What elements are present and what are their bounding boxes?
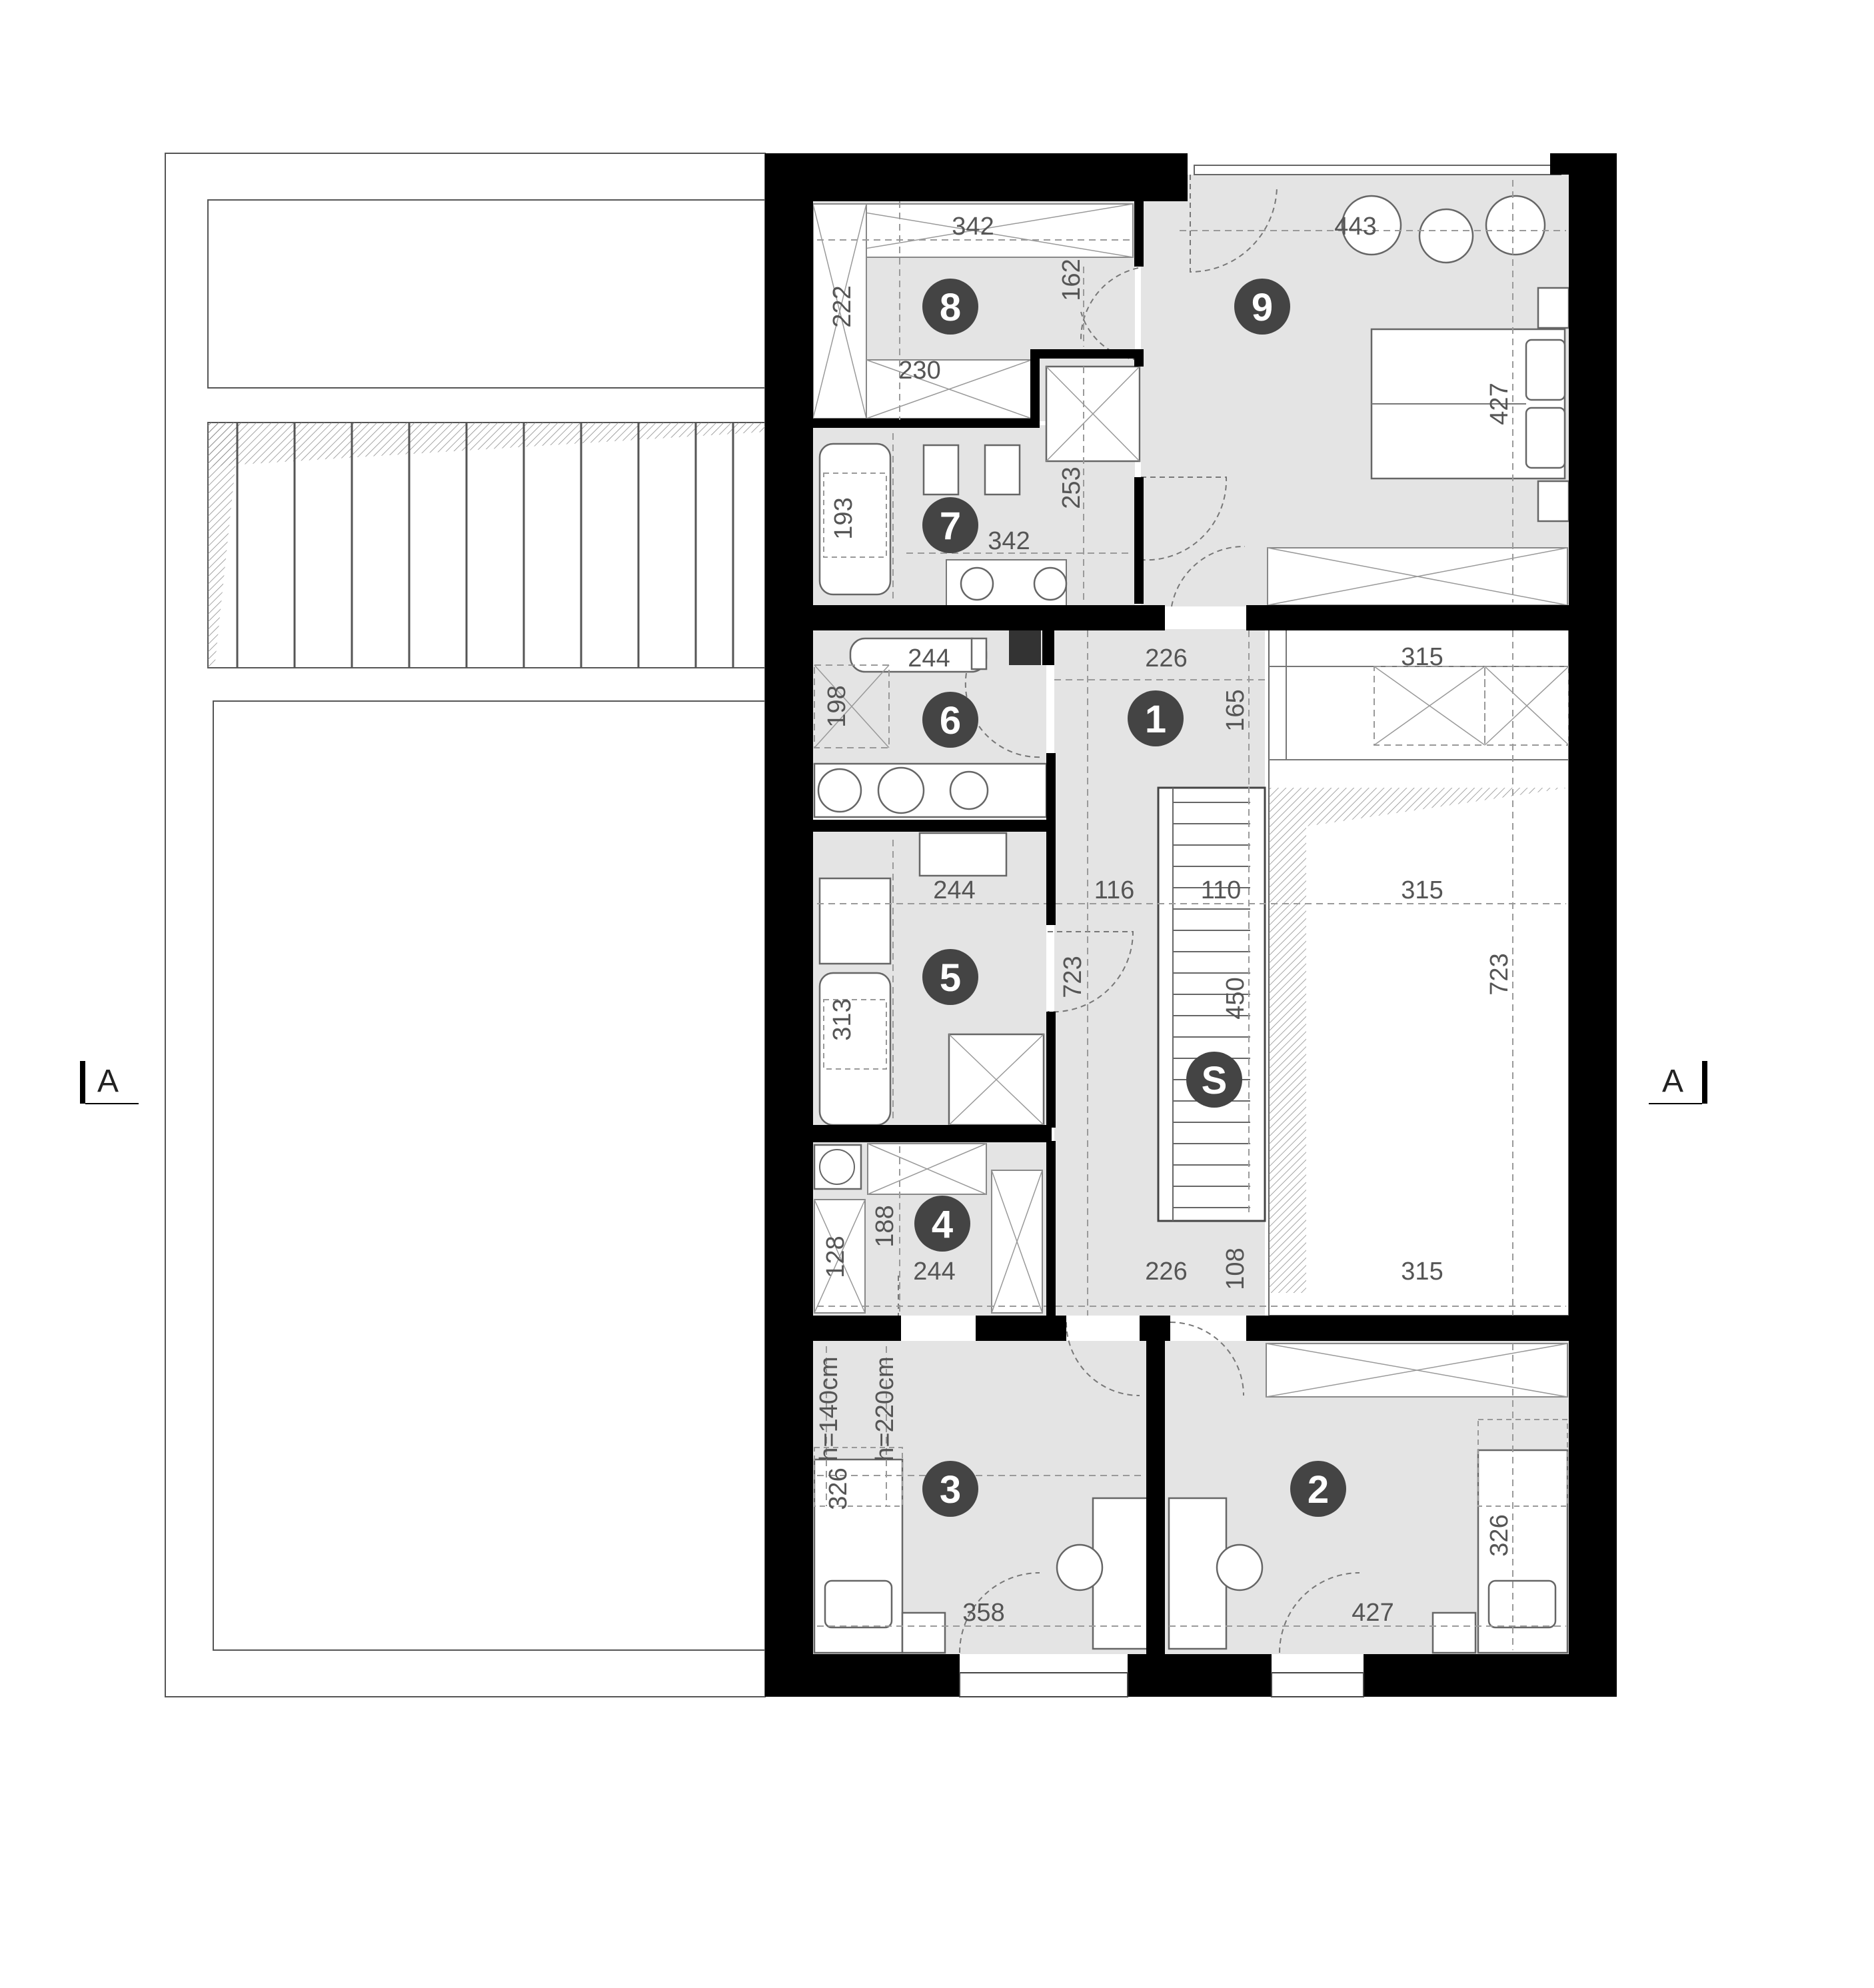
bathroom-7-fixtures — [818, 443, 1068, 607]
room-badges[interactable]: 1 2 3 4 5 6 7 8 9 S — [914, 279, 1346, 1517]
dim-r6-height: 198 — [823, 685, 851, 727]
svg-text:5: 5 — [940, 956, 961, 1000]
section-marker-right: A — [1649, 1061, 1707, 1104]
room-badge-1: 1 — [1128, 690, 1184, 746]
dim-r7-width: 342 — [988, 527, 1030, 555]
dim-r2-height: 326 — [1485, 1514, 1513, 1556]
bedroom-2-furniture — [1168, 1343, 1569, 1654]
room-badge-4: 4 — [914, 1196, 970, 1252]
room-badge-7: 7 — [922, 497, 978, 553]
dim-r8-door: 162 — [1058, 259, 1086, 301]
terrace-area — [165, 153, 766, 1697]
utility-4-fixtures — [813, 1143, 1043, 1314]
bathroom-5-fixtures — [818, 832, 1045, 1126]
dim-r5-width: 244 — [933, 876, 975, 904]
bedroom-9-furniture — [1045, 165, 1570, 606]
svg-text:6: 6 — [940, 699, 961, 742]
dim-r7-depth: 253 — [1058, 467, 1086, 508]
dim-right-bottom: 315 — [1401, 1258, 1443, 1286]
room-badge-3: 3 — [922, 1461, 978, 1517]
dim-r3-width: 358 — [962, 1599, 1004, 1627]
room-badge-2: 2 — [1290, 1461, 1346, 1517]
svg-text:7: 7 — [940, 504, 961, 548]
room-badge-stairs: S — [1186, 1052, 1242, 1108]
dim-r9-height: 427 — [1485, 383, 1513, 425]
dim-r3-h2: h=220cm — [871, 1356, 899, 1461]
dim-r4-width: 244 — [913, 1258, 955, 1286]
svg-text:4: 4 — [932, 1203, 953, 1246]
section-label-right: A — [1662, 1064, 1683, 1099]
dim-r9-width: 443 — [1334, 213, 1376, 241]
room-badge-8: 8 — [922, 279, 978, 335]
svg-text:1: 1 — [1145, 698, 1166, 741]
dim-stair-width: 110 — [1201, 876, 1242, 904]
dim-right-length: 723 — [1485, 953, 1513, 995]
walls[interactable] — [765, 153, 1617, 1697]
dim-hall-bottom: 226 — [1145, 1258, 1187, 1286]
dimension-lines — [817, 180, 1566, 1650]
section-label-left: A — [97, 1064, 119, 1099]
lower-terrace-right — [1268, 628, 1569, 1316]
dim-r4-side: 128 — [822, 1236, 850, 1278]
dim-r4-height: 188 — [871, 1205, 899, 1247]
dim-r8-lower: 230 — [898, 357, 940, 385]
dim-r8-height: 222 — [828, 285, 856, 327]
room-badge-6: 6 — [922, 692, 978, 748]
dim-r1-side: 165 — [1222, 689, 1250, 731]
dim-r2-width: 427 — [1352, 1599, 1394, 1627]
svg-text:9: 9 — [1252, 286, 1273, 329]
bedroom-3-furniture — [813, 1447, 1152, 1654]
dim-hall-width: 116 — [1094, 876, 1135, 904]
dimension-labels: 342 222 230 162 443 427 342 193 253 244 … — [815, 213, 1513, 1627]
dim-right-width: 315 — [1401, 876, 1443, 904]
dim-r6-width: 244 — [908, 644, 950, 672]
dim-hall-length: 723 — [1059, 956, 1087, 998]
bathroom-6-fixtures — [813, 629, 1048, 818]
dim-hall-end: 108 — [1222, 1248, 1250, 1290]
room-badge-5: 5 — [922, 949, 978, 1005]
staircase — [1157, 786, 1266, 1222]
dim-r7-height: 193 — [830, 497, 858, 539]
section-marker-left: A — [80, 1061, 139, 1104]
dim-r3-h1: h=140cm — [815, 1356, 843, 1461]
dim-r3-height: 326 — [824, 1468, 852, 1509]
room-badge-9: 9 — [1234, 279, 1290, 335]
svg-text:2: 2 — [1308, 1468, 1329, 1511]
svg-text:8: 8 — [940, 286, 961, 329]
svg-text:3: 3 — [940, 1468, 961, 1511]
dim-terrace-top: 315 — [1401, 643, 1443, 671]
dim-r1-top: 226 — [1145, 644, 1187, 672]
dim-r5-height: 313 — [828, 998, 856, 1040]
svg-text:S: S — [1202, 1059, 1228, 1102]
dim-r8-width: 342 — [952, 213, 994, 241]
pergola — [207, 422, 766, 668]
dim-stair-length: 450 — [1222, 977, 1250, 1019]
